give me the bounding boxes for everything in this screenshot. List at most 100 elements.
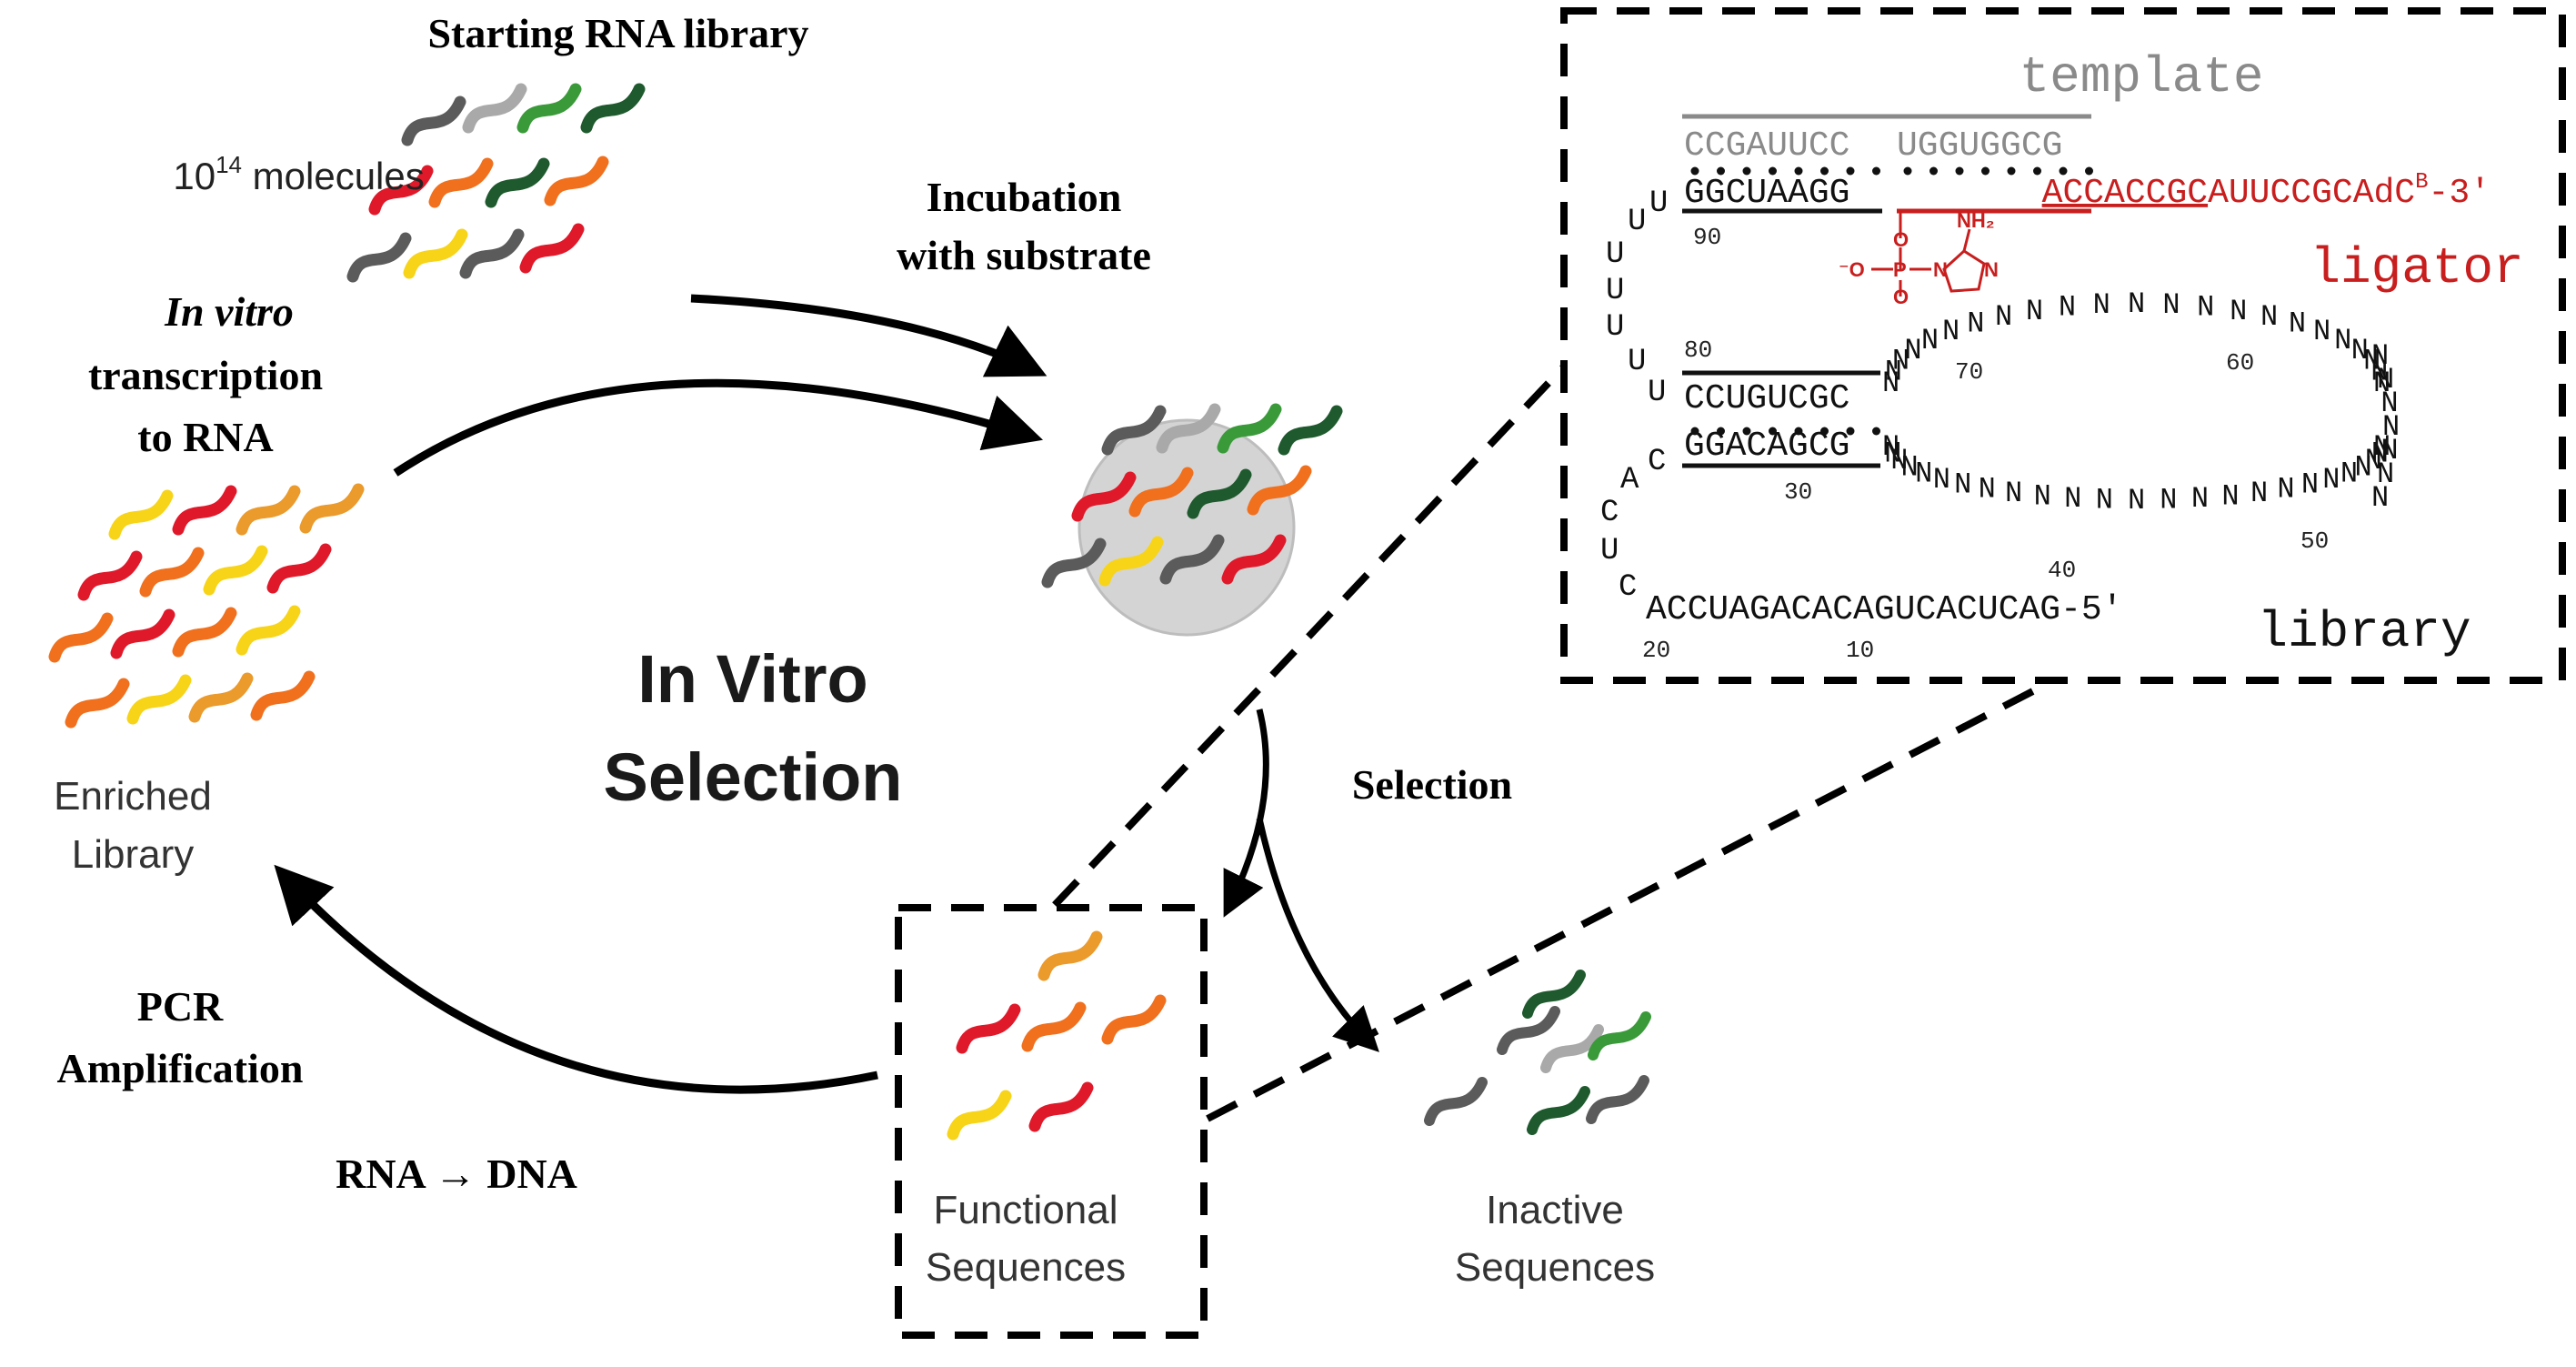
n-top: N: [2230, 295, 2247, 328]
n-right: N: [2381, 387, 2398, 420]
loop-u: U: [1606, 237, 1624, 272]
rna-strand: [108, 489, 174, 540]
pair-dot: [1794, 166, 1803, 176]
loop-ca: C: [1600, 496, 1619, 530]
n-top: N: [2026, 295, 2043, 328]
n-top: N: [2351, 334, 2369, 367]
transcription-label-line1: In vitro: [164, 288, 294, 335]
rna-strand: [544, 156, 609, 206]
n-bottom: N: [1882, 430, 1899, 464]
loop-u: U: [1649, 186, 1668, 221]
transcription-arrow: [393, 378, 1044, 477]
n-top: N: [1904, 334, 1921, 367]
n-bottom: N: [2322, 463, 2340, 497]
n-bottom: N: [1954, 468, 1971, 502]
rna-strand: [403, 228, 468, 279]
pair-dot: [1717, 166, 1725, 176]
rna-strand: [139, 547, 205, 598]
cycle-title-line1: In Vitro: [637, 641, 868, 717]
phos-p: P: [1893, 258, 1907, 281]
rna-strand: [368, 165, 434, 216]
pair-dot: [1769, 427, 1777, 436]
pcr-arrow: [274, 864, 878, 1094]
incubation-strands: [1041, 403, 1343, 637]
ligator-seq: ACCACCGCAUUCCGCAdCB-3′: [1897, 170, 2576, 213]
rna-strand: [947, 1090, 1012, 1141]
loop-u: U: [1628, 205, 1646, 239]
n-bottom: N: [1915, 457, 1932, 490]
rna-strand: [580, 83, 646, 134]
rna-strand: [1217, 403, 1282, 454]
cycle-arrows: [274, 294, 1379, 1094]
incubation-label-line1: Incubation: [927, 174, 1122, 220]
rna-strand: [1098, 536, 1164, 587]
inactive-sequences-strands: [1424, 970, 1651, 1135]
rna-strand: [1586, 1075, 1649, 1124]
molecules-label: 1014 molecules: [120, 151, 456, 197]
n-bottom: N: [2371, 437, 2389, 471]
pair-dot: [2007, 166, 2016, 176]
rna-strand: [48, 612, 114, 663]
pair-dot: [1981, 166, 1990, 176]
rna-dna-label: RNA → DNA: [336, 1151, 577, 1197]
n-right: N: [2371, 481, 2389, 515]
rna-strand: [1527, 1086, 1590, 1135]
ligator-paired: ACCACCGC: [2042, 174, 2208, 213]
n-top: N: [2093, 288, 2110, 322]
functional-label-line2: Sequences: [926, 1245, 1126, 1290]
selection-arrow-functional: [1223, 709, 1269, 918]
rna-strand: [401, 95, 466, 146]
rna-strand: [203, 545, 268, 596]
rna-strand: [1187, 468, 1252, 519]
rna-strand: [1128, 467, 1194, 518]
molecules-exponent: 14: [216, 151, 242, 178]
pair-dot: [1742, 427, 1751, 436]
pair-dot: [1794, 427, 1803, 436]
pair-dot: [1690, 166, 1699, 176]
pair-dot: [1929, 166, 1938, 176]
rna-strand: [172, 607, 237, 658]
n-right: N: [2382, 410, 2400, 444]
pair-dot: [1846, 166, 1855, 176]
functional-label-line1: Functional: [933, 1188, 1118, 1232]
n-bottom: N: [2221, 479, 2239, 513]
incubation-arrow: [690, 294, 1047, 377]
phos-o-left: ⁻O: [1839, 258, 1865, 281]
n-bottom: N: [2340, 457, 2358, 490]
n-bottom: N: [2005, 477, 2022, 510]
library-label: library: [2257, 603, 2471, 661]
n-bottom: N: [2064, 482, 2081, 516]
rna-strand: [519, 223, 585, 274]
position-number-10: 10: [1846, 637, 1874, 664]
rna-strand: [485, 157, 550, 208]
pcr-label-line2: Amplification: [57, 1045, 304, 1091]
transcription-label-line2: transcription: [88, 352, 323, 398]
pcr-label-line1: PCR: [137, 983, 224, 1030]
template-seq-a: CCGAUUCC: [1684, 126, 1849, 166]
rna-strand: [65, 678, 130, 729]
rna-strand: [172, 485, 237, 536]
rna-strand: [1041, 538, 1107, 588]
rna-strand: [77, 550, 143, 601]
imidazole-phosphate-labels: O ⁻O P N O N NH₂: [1839, 209, 1999, 308]
pair-dot: [1872, 166, 1880, 176]
n-bottom: N: [1884, 437, 1901, 471]
n-bottom: N: [1979, 473, 1996, 507]
rna-strand: [1221, 534, 1287, 585]
n-bottom: N: [2034, 479, 2051, 513]
n-bottom: N: [1901, 451, 1919, 485]
n-top: N: [1882, 367, 1899, 400]
n-bottom: N: [2250, 477, 2268, 510]
rna-strand: [428, 157, 494, 208]
loop-u: U: [1606, 274, 1624, 308]
loop-ca: C: [1648, 445, 1666, 479]
rna-strand: [1540, 1024, 1604, 1073]
callout-line-top: [1052, 311, 1617, 908]
transcription-label-line3: to RNA: [137, 414, 273, 460]
structure-inset: template CCGAUUCC UGGUGGCG GGCUAAGG ACCA…: [1560, 7, 2576, 684]
n-top: N: [2260, 300, 2278, 334]
pair-dot: [1717, 427, 1725, 436]
